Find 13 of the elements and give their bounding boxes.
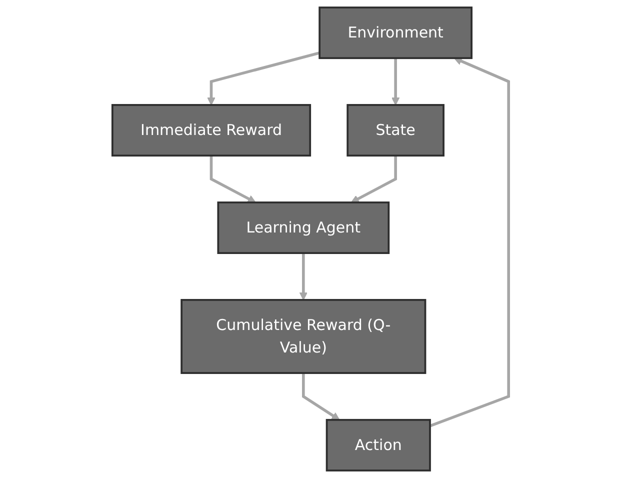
arrow	[350, 156, 397, 203]
arrow	[430, 57, 510, 428]
node-box: Environment	[318, 6, 472, 60]
node-box: Immediate Reward	[111, 104, 312, 157]
arrow	[207, 52, 320, 106]
arrow	[299, 253, 308, 300]
node-box: Action	[326, 418, 431, 472]
arrow	[210, 156, 256, 203]
node-box: Cumulative Reward (Q-Value)	[180, 298, 426, 374]
arrow	[391, 58, 400, 106]
node-box: Learning Agent	[217, 202, 390, 254]
arrow	[302, 373, 340, 420]
node-box: State	[346, 104, 444, 157]
